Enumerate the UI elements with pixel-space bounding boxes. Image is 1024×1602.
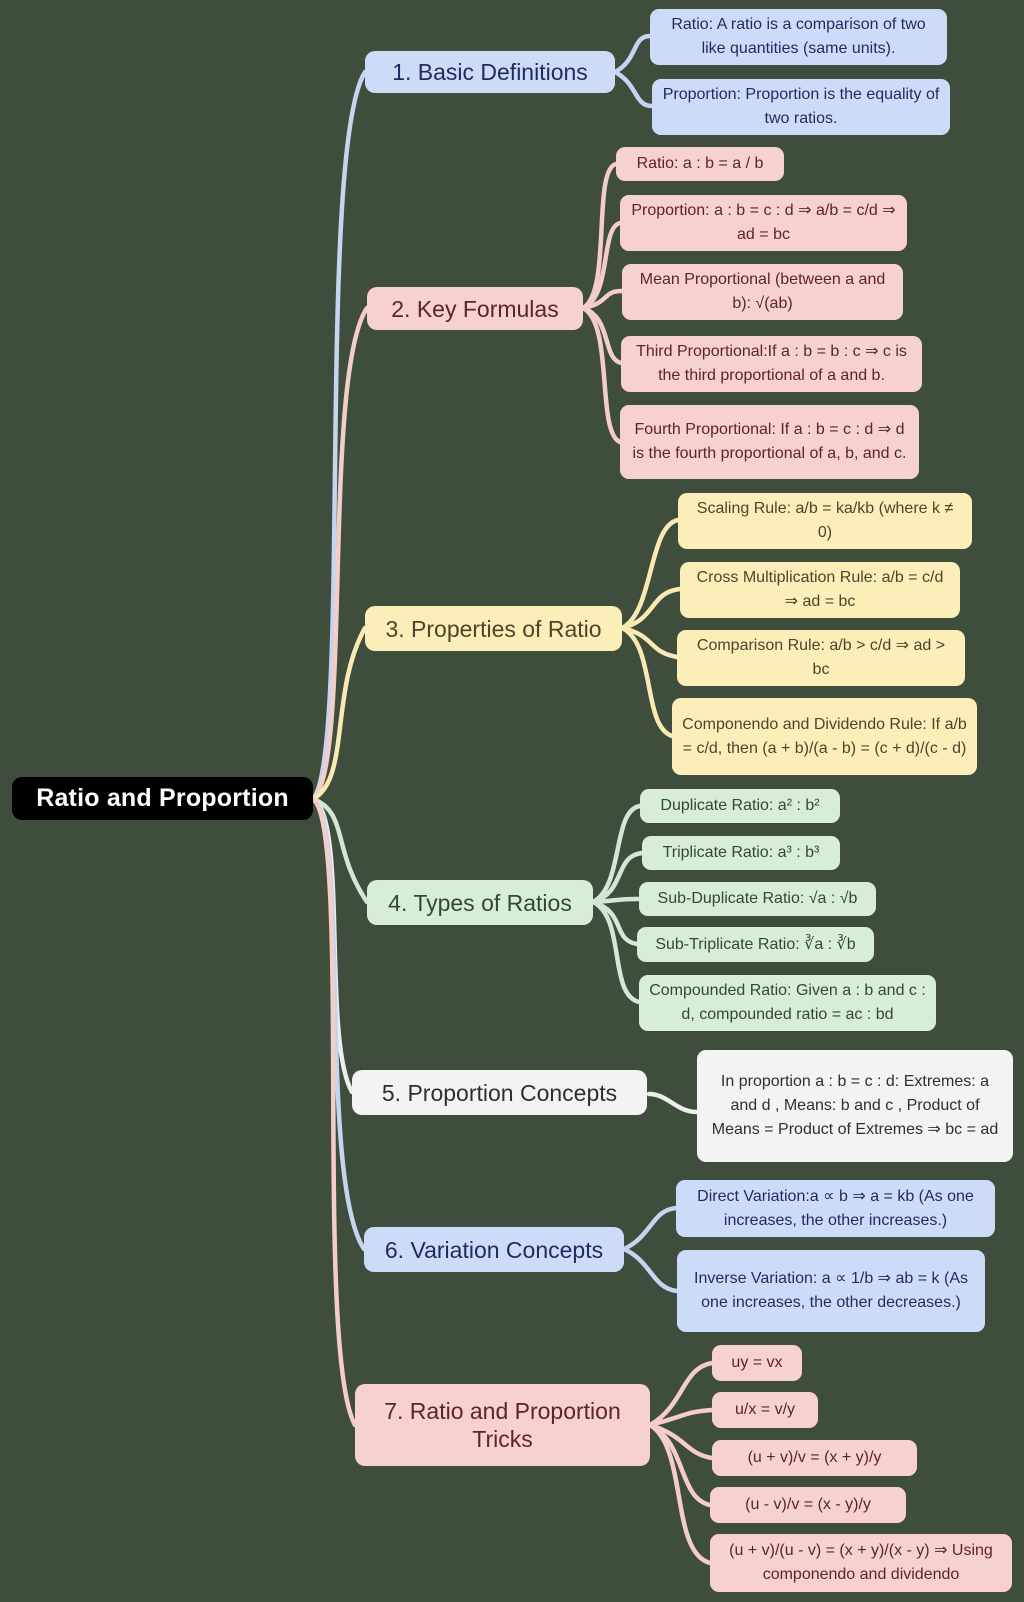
link-root-branch2 (310, 305, 370, 802)
child-fourth-proportional[interactable]: Fourth Proportional: If a : b = c : d ⇒ … (620, 405, 919, 479)
branch-label: 5. Proportion Concepts (381, 1079, 618, 1106)
link-root-branch4 (310, 796, 370, 905)
child-ratio-formula[interactable]: Ratio: a : b = a / b (616, 147, 784, 181)
child-scaling-rule[interactable]: Scaling Rule: a/b = ka/kb (where k ≠ 0) (678, 493, 972, 549)
branch-label: 4. Types of Ratios (388, 889, 572, 916)
branch-7-ratio-proportion-tricks[interactable]: 7. Ratio and Proportion Tricks (355, 1384, 650, 1466)
child-mean-proportional[interactable]: Mean Proportional (between a and b): √(a… (622, 264, 903, 320)
root-node-ratio-and-proportion[interactable]: Ratio and Proportion (12, 777, 313, 820)
branch-2-key-formulas[interactable]: 2. Key Formulas (367, 287, 583, 330)
child-proportion-formula[interactable]: Proportion: a : b = c : d ⇒ a/b = c/d ⇒ … (620, 195, 907, 251)
link-b7-child1 (647, 1360, 715, 1428)
node-label: Ratio: A ratio is a comparison of two li… (671, 16, 926, 57)
branch-label: 3. Properties of Ratio (385, 615, 602, 642)
child-third-proportional[interactable]: Third Proportional:If a : b = b : c ⇒ c … (621, 336, 922, 392)
node-label: Sub-Duplicate Ratio: √a : √b (657, 890, 858, 907)
child-triplicate-ratio[interactable]: Triplicate Ratio: a³ : b³ (642, 836, 840, 870)
node-label: Cross Multiplication Rule: a/b = c/d ⇒ a… (696, 569, 944, 610)
child-trick-componendo[interactable]: (u + v)/v = (x + y)/y (712, 1440, 917, 1476)
child-trick-uy-vx[interactable]: uy = vx (712, 1345, 802, 1381)
branch-1-basic-definitions[interactable]: 1. Basic Definitions (365, 51, 615, 93)
node-label: (u - v)/v = (x - y)/y (745, 1496, 871, 1513)
link-b2-child3 (580, 288, 625, 311)
child-componendo-dividendo-rule[interactable]: Componendo and Dividendo Rule: If a/b = … (672, 698, 977, 775)
link-b1-child1 (612, 33, 653, 75)
node-label: Mean Proportional (between a and b): √(a… (639, 271, 886, 312)
link-b5-child1 (646, 1091, 700, 1115)
child-trick-componendo-dividendo[interactable]: (u + v)/(u - v) = (x + y)/(x - y) ⇒ Usin… (710, 1534, 1012, 1592)
child-comparison-rule[interactable]: Comparison Rule: a/b > c/d ⇒ ad > bc (677, 630, 965, 686)
node-label: Inverse Variation: a ∝ 1/b ⇒ ab = k (As … (694, 1270, 968, 1311)
node-label: u/x = v/y (734, 1401, 796, 1418)
node-label: Direct Variation:a ∝ b ⇒ a = kb (As one … (697, 1187, 974, 1229)
child-compounded-ratio[interactable]: Compounded Ratio: Given a : b and c : d,… (639, 975, 936, 1031)
child-sub-triplicate-ratio[interactable]: Sub-Triplicate Ratio: ∛a : ∛b (637, 927, 874, 962)
node-label: Proportion: Proportion is the equality o… (662, 86, 940, 127)
branch-4-types-of-ratios[interactable]: 4. Types of Ratios (367, 880, 593, 925)
node-label: Proportion: a : b = c : d ⇒ a/b = c/d ⇒ … (631, 202, 896, 243)
node-label: Componendo and Dividendo Rule: If a/b = … (682, 715, 967, 757)
child-sub-duplicate-ratio[interactable]: Sub-Duplicate Ratio: √a : √b (639, 882, 876, 916)
link-b6-child2 (621, 1246, 680, 1294)
node-label: (u + v)/v = (x + y)/y (747, 1449, 882, 1466)
child-trick-dividendo[interactable]: (u - v)/v = (x - y)/y (710, 1487, 906, 1523)
branch-label: 1. Basic Definitions (392, 59, 588, 85)
link-b3-child4 (619, 625, 675, 739)
root-label: Ratio and Proportion (36, 784, 289, 812)
child-cross-multiplication-rule[interactable]: Cross Multiplication Rule: a/b = c/d ⇒ a… (680, 562, 960, 618)
node-label: uy = vx (731, 1354, 783, 1371)
node-label: Triplicate Ratio: a³ : b³ (662, 844, 820, 861)
link-b2-child5 (580, 305, 623, 445)
node-label: Scaling Rule: a/b = ka/kb (where k ≠ 0) (696, 500, 954, 541)
node-label: Fourth Proportional: If a : b = c : d ⇒ … (632, 421, 907, 462)
node-label: (u + v)/(u - v) = (x + y)/(x - y) ⇒ Usin… (729, 1542, 993, 1583)
link-b4-child1 (590, 803, 643, 905)
link-b7-child2 (647, 1407, 715, 1428)
link-root-branch3 (310, 625, 368, 802)
child-trick-ux-vy[interactable]: u/x = v/y (712, 1392, 818, 1428)
link-b3-child2 (619, 586, 683, 631)
link-b4-child3 (590, 896, 642, 905)
node-label: Sub-Triplicate Ratio: ∛a : ∛b (655, 935, 856, 953)
child-extremes-means[interactable]: In proportion a : b = c : d: Extremes: a… (697, 1050, 1013, 1162)
link-b4-child2 (590, 850, 645, 905)
child-inverse-variation[interactable]: Inverse Variation: a ∝ 1/b ⇒ ab = k (As … (677, 1250, 985, 1332)
link-b2-child2 (580, 220, 623, 311)
node-label: Comparison Rule: a/b > c/d ⇒ ad > bc (696, 637, 946, 678)
child-proportion-definition[interactable]: Proportion: Proportion is the equality o… (652, 79, 950, 135)
node-label: Third Proportional:If a : b = b : c ⇒ c … (636, 343, 907, 384)
branch-label: 7. Ratio and Proportion Tricks (384, 1398, 621, 1452)
branch-3-properties-of-ratio[interactable]: 3. Properties of Ratio (365, 606, 622, 651)
link-b4-child5 (590, 899, 642, 1005)
link-b3-child3 (619, 625, 680, 660)
branch-5-proportion-concepts[interactable]: 5. Proportion Concepts (352, 1070, 647, 1115)
branch-label: 6. Variation Concepts (384, 1236, 604, 1263)
node-label: Ratio: a : b = a / b (636, 155, 764, 172)
node-label: Duplicate Ratio: a² : b² (660, 797, 820, 814)
branch-6-variation-concepts[interactable]: 6. Variation Concepts (364, 1227, 624, 1272)
child-duplicate-ratio[interactable]: Duplicate Ratio: a² : b² (640, 789, 840, 823)
node-label: In proportion a : b = c : d: Extremes: a… (711, 1073, 999, 1138)
link-b2-child1 (580, 161, 619, 311)
link-root-branch7 (310, 796, 358, 1428)
node-label: Compounded Ratio: Given a : b and c : d,… (649, 982, 926, 1023)
link-root-branch1 (310, 69, 368, 802)
link-b7-child5 (647, 1422, 713, 1566)
child-direct-variation[interactable]: Direct Variation:a ∝ b ⇒ a = kb (As one … (676, 1180, 995, 1237)
child-ratio-definition[interactable]: Ratio: A ratio is a comparison of two li… (650, 9, 947, 65)
link-b1-child2 (612, 69, 655, 109)
link-b3-child1 (619, 517, 681, 631)
branch-label: 2. Key Formulas (391, 295, 559, 322)
link-b6-child1 (621, 1205, 679, 1252)
